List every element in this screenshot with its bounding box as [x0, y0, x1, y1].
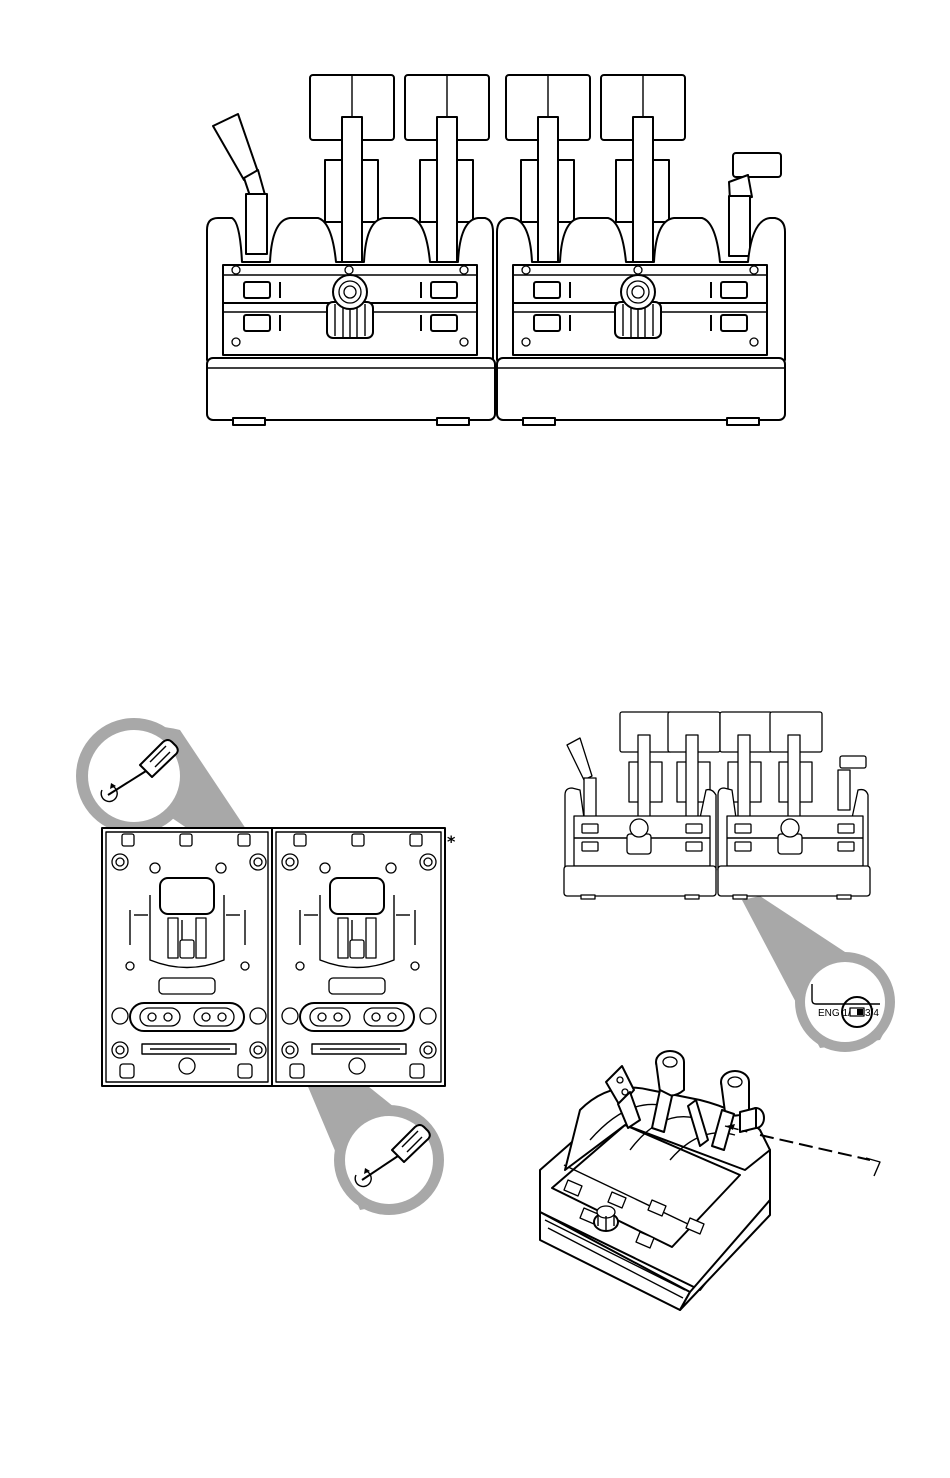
panel-button — [431, 315, 457, 331]
throttle-unit-left — [207, 75, 495, 425]
throttle-unit-small-right — [718, 712, 870, 899]
flaps-lever-handle — [733, 153, 781, 177]
figure-isometric-throttle-hexkey — [540, 1051, 880, 1310]
base-plate-right — [272, 828, 445, 1086]
figure-engine-switch: ENG 1/2 3/4 — [564, 712, 895, 1052]
panel-button — [534, 315, 560, 331]
rotary-knob — [615, 275, 661, 338]
panel-button — [244, 315, 270, 331]
figure-underside-screws: * — [76, 718, 456, 1215]
asterisk-marker: * — [447, 832, 456, 851]
panel-button — [244, 282, 270, 298]
panel-button — [721, 315, 747, 331]
throttle-unit-small-left — [564, 712, 720, 899]
figure-dual-throttle-front — [207, 75, 785, 425]
panel-button — [534, 282, 560, 298]
panel-button — [431, 282, 457, 298]
throttle-unit-right — [497, 75, 785, 425]
rotary-knob — [594, 1206, 618, 1231]
spoiler-lever-handle — [213, 114, 258, 180]
isometric-flaps-lever — [740, 1108, 764, 1132]
panel-button — [721, 282, 747, 298]
rotary-knob — [327, 275, 373, 338]
base-plate-left — [102, 828, 272, 1086]
